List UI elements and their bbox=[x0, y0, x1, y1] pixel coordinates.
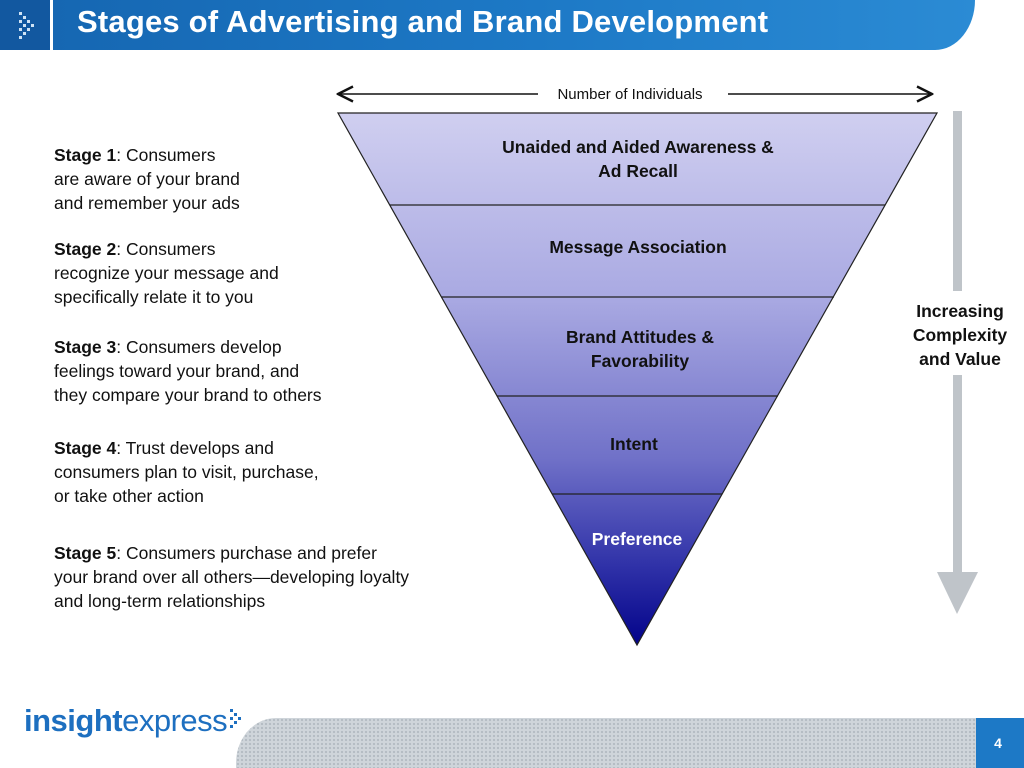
page-title: Stages of Advertising and Brand Developm… bbox=[77, 4, 769, 39]
level-3-label-line-2: Favorability bbox=[591, 351, 689, 371]
stage-2-line-1: : Consumers bbox=[116, 239, 216, 259]
level-2-label: Message Association bbox=[549, 237, 726, 257]
stage-1-line-3: and remember your ads bbox=[54, 193, 240, 213]
stage-2-text: Stage 2: Consumers recognize your message… bbox=[54, 237, 279, 309]
level-4-label: Intent bbox=[610, 434, 658, 454]
stage-4-name: Stage 4 bbox=[54, 438, 117, 458]
stage-5-line-3: and long-term relationships bbox=[54, 591, 266, 611]
stage-5-line-2: your brand over all others—developing lo… bbox=[54, 567, 410, 587]
footer-band bbox=[236, 718, 1024, 768]
complexity-arrow-head bbox=[937, 572, 978, 614]
logo-part-1: insight bbox=[24, 703, 123, 738]
stage-1-text: Stage 1: Consumers are aware of your bran… bbox=[54, 143, 240, 215]
stage-2-line-3: specifically relate it to you bbox=[54, 287, 254, 307]
stage-1-line-2: are aware of your brand bbox=[54, 169, 240, 189]
complexity-label: Increasing Complexity and Value bbox=[912, 301, 1008, 369]
stage-4-line-1: : Trust develops and bbox=[116, 438, 274, 458]
funnel-shape bbox=[336, 112, 939, 647]
level-1-label-line-2: Ad Recall bbox=[598, 161, 678, 181]
stage-5-line-1: : Consumers purchase and prefer bbox=[116, 543, 377, 563]
stage-3-line-2: feelings toward your brand, and bbox=[54, 361, 300, 381]
stage-3-name: Stage 3 bbox=[54, 337, 117, 357]
insightexpress-logo: insightexpress bbox=[24, 703, 243, 739]
level-3-label-line-1: Brand Attitudes & bbox=[566, 327, 714, 347]
stage-5-text: Stage 5: Consumers purchase and prefer yo… bbox=[54, 541, 409, 613]
stage-3-text: Stage 3: Consumers develop feelings towar… bbox=[54, 335, 322, 407]
level-1-label-line-1: Unaided and Aided Awareness & bbox=[502, 137, 774, 157]
complexity-arrow-shaft-top bbox=[953, 111, 962, 291]
level-5-label: Preference bbox=[592, 529, 683, 549]
stage-2-name: Stage 2 bbox=[54, 239, 117, 259]
stage-3-line-3: they compare your brand to others bbox=[54, 385, 322, 405]
title-bar bbox=[0, 0, 975, 50]
stage-4-text: Stage 4: Trust develops and consumers pla… bbox=[54, 436, 319, 508]
axis-label: Number of Individuals bbox=[557, 86, 702, 103]
stage-1-name: Stage 1 bbox=[54, 145, 117, 165]
logo-dots-icon bbox=[230, 709, 242, 728]
dots-arrow-icon bbox=[19, 12, 34, 39]
title-icon-box bbox=[0, 0, 53, 50]
stage-3-line-1: : Consumers develop bbox=[116, 337, 282, 357]
page-number-box bbox=[976, 718, 1024, 768]
stage-4-line-2: consumers plan to visit, purchase, bbox=[54, 462, 319, 482]
page-number: 4 bbox=[994, 735, 1002, 751]
logo-part-2: express bbox=[122, 703, 228, 738]
stage-5-name: Stage 5 bbox=[54, 543, 117, 563]
stage-2-line-2: recognize your message and bbox=[54, 263, 279, 283]
stage-4-line-3: or take other action bbox=[54, 486, 204, 506]
complexity-arrow-shaft-bottom bbox=[953, 375, 962, 585]
stage-1-line-1: : Consumers bbox=[116, 145, 216, 165]
